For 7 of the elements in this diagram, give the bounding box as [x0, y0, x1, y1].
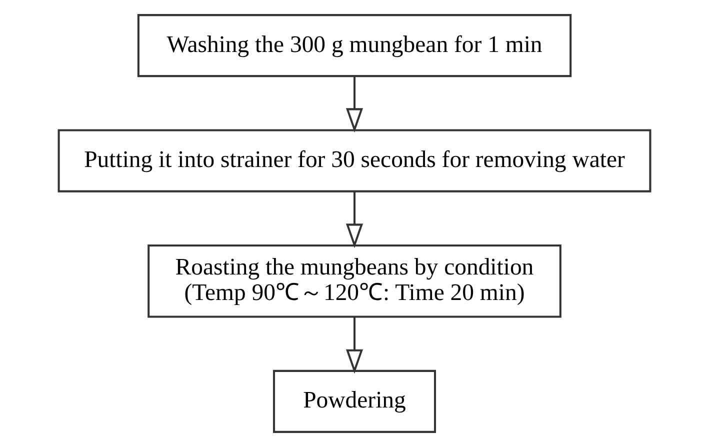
node-box: Putting it into strainer for 30 seconds for removing water — [58, 129, 652, 192]
node-box: Washing the 300 g mungbean for 1 min — [137, 14, 572, 78]
node-box: Roasting the mungbeans by condition (Temp 90℃～120℃: Time 20 min) — [148, 244, 562, 318]
arrow — [346, 191, 364, 248]
arrow — [346, 317, 364, 374]
arrow — [346, 76, 364, 133]
node-box: Powdering — [272, 370, 436, 433]
